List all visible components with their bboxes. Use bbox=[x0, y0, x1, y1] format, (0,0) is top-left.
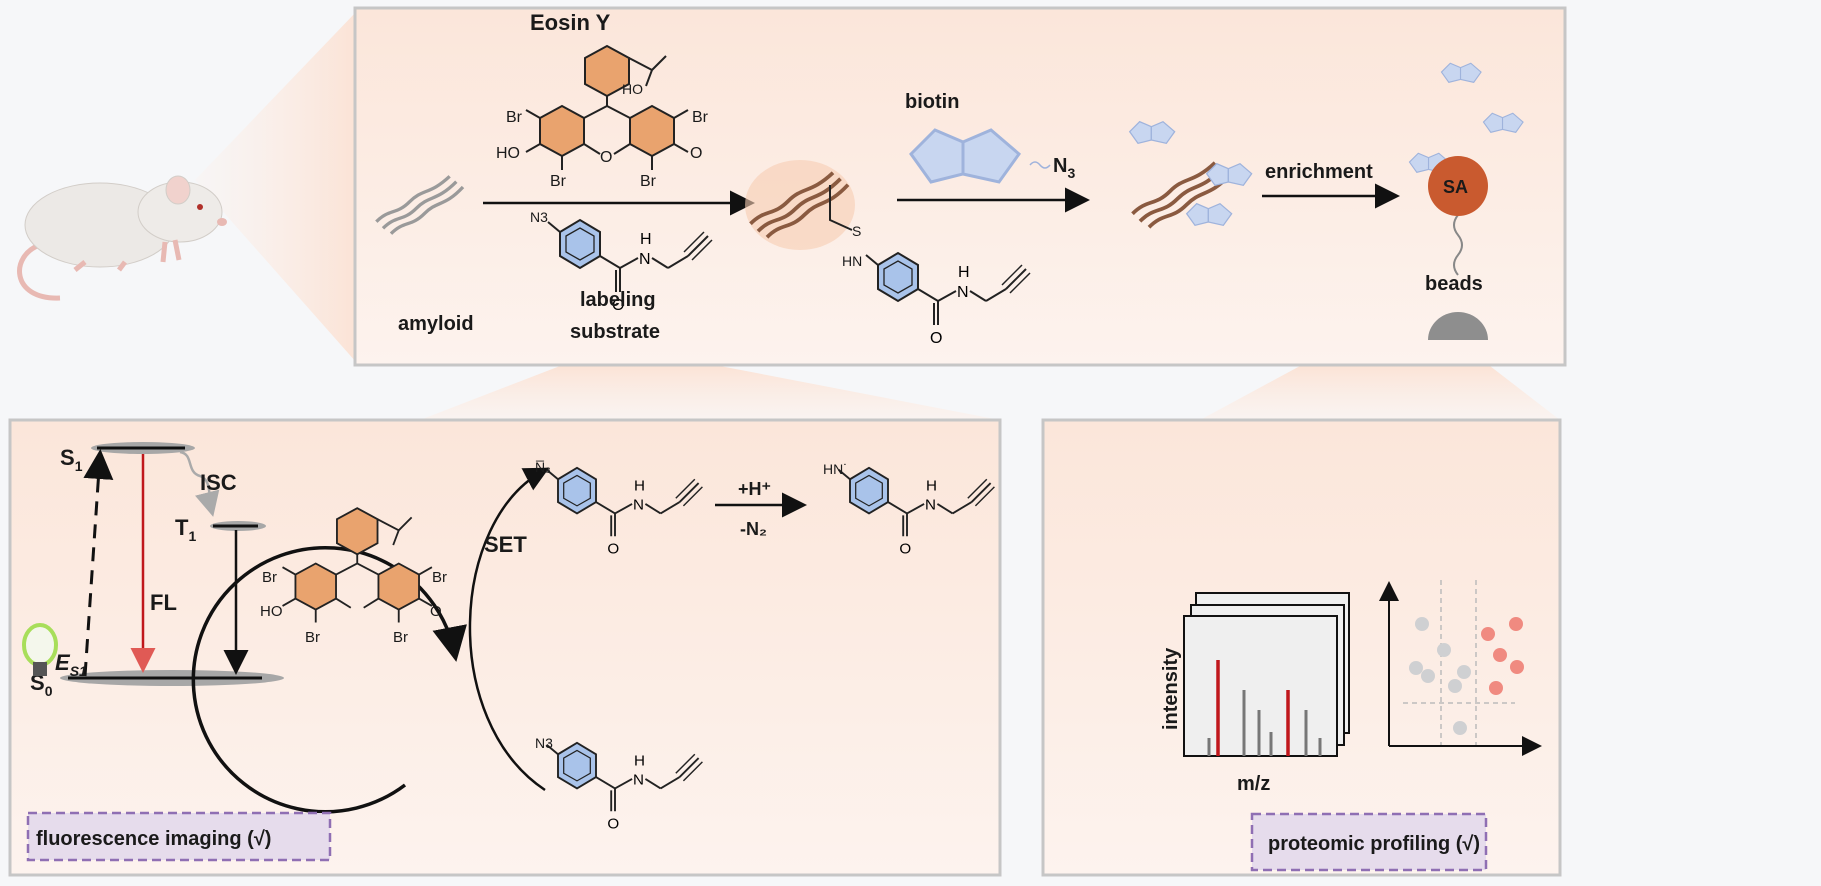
atom-label: HO bbox=[622, 81, 643, 97]
fl-label: FL bbox=[150, 590, 177, 615]
atom-label: HN˙ bbox=[823, 461, 848, 477]
atom-label: N̅₃ bbox=[535, 459, 551, 475]
atom-label: N3 bbox=[535, 735, 553, 751]
bead-icon bbox=[1428, 312, 1488, 340]
atom-label: O bbox=[690, 145, 702, 162]
atom-label: Br bbox=[506, 109, 523, 126]
substrate-label: substrate bbox=[570, 321, 660, 343]
amyloid-label: amyloid bbox=[398, 313, 474, 335]
atom-label: HO bbox=[260, 603, 283, 620]
atom-label: HO bbox=[496, 145, 520, 162]
intensity-axis-label: intensity bbox=[1160, 647, 1182, 730]
azide-label: N3 bbox=[1053, 155, 1075, 181]
scatter-point bbox=[1509, 617, 1523, 631]
scatter-point bbox=[1437, 643, 1451, 657]
proteomic-profiling-badge bbox=[1250, 812, 1488, 872]
excitation-arrow bbox=[83, 449, 114, 677]
scatter-point bbox=[1510, 660, 1524, 674]
labeling-panel bbox=[353, 6, 1567, 367]
atom-label: Br bbox=[305, 629, 320, 646]
scatter-point bbox=[1448, 679, 1462, 693]
proteomic-profiling-label: proteomic profiling (√) bbox=[1268, 833, 1480, 855]
light-bulb-icon bbox=[22, 623, 58, 676]
atom-label: Br bbox=[262, 569, 277, 586]
isc-arrow bbox=[179, 450, 220, 517]
t1-label: T1 bbox=[175, 515, 196, 544]
zoom-fan-top bbox=[195, 12, 356, 362]
isc-label: ISC bbox=[200, 470, 237, 495]
mz-axis-label: m/z bbox=[1237, 773, 1270, 795]
s1-label: S1 bbox=[60, 445, 83, 474]
beads-label: beads bbox=[1425, 273, 1483, 295]
atom-label: HN bbox=[842, 253, 862, 269]
mechanism-panel bbox=[8, 418, 1002, 877]
atom-label: N3 bbox=[530, 209, 548, 225]
atom-label: O bbox=[430, 603, 442, 620]
eosin-label: Eosin Y bbox=[530, 10, 611, 35]
atom-label: S bbox=[852, 223, 861, 239]
fluorescence-imaging-badge bbox=[26, 811, 332, 862]
fluorescence-imaging-label: fluorescence imaging (√) bbox=[36, 828, 271, 850]
scatter-point bbox=[1457, 665, 1471, 679]
zoom-fan-left bbox=[420, 366, 1000, 420]
energy-label: ES1 bbox=[55, 650, 87, 679]
mouse-icon bbox=[17, 175, 227, 301]
proton-label: +H⁺ bbox=[738, 479, 771, 499]
sa-label: SA bbox=[1443, 177, 1468, 197]
scatter-plot-icon bbox=[1379, 580, 1542, 756]
substrate-label: labeling bbox=[580, 289, 656, 311]
scatter-point bbox=[1421, 669, 1435, 683]
scatter-point bbox=[1493, 648, 1507, 662]
atom-label: Br bbox=[393, 629, 408, 646]
biotin-label: biotin bbox=[905, 91, 959, 113]
set-arrow bbox=[468, 467, 550, 792]
atom-label: O bbox=[600, 149, 612, 166]
atom-label: Br bbox=[640, 173, 657, 190]
set-label: SET bbox=[484, 532, 527, 557]
scatter-point bbox=[1481, 627, 1495, 641]
streptavidin-icon bbox=[1428, 156, 1488, 216]
s0-label: S0 bbox=[30, 670, 53, 699]
mass-spectrum-icon bbox=[1183, 592, 1350, 757]
atom-label: Br bbox=[692, 109, 709, 126]
enrichment-label: enrichment bbox=[1265, 161, 1373, 183]
scatter-point bbox=[1489, 681, 1503, 695]
n2-label: -N₂ bbox=[740, 519, 767, 539]
zoom-fan-right bbox=[1200, 366, 1560, 420]
scatter-point bbox=[1453, 721, 1467, 735]
atom-label: Br bbox=[550, 173, 567, 190]
atom-label: Br bbox=[432, 569, 447, 586]
scatter-point bbox=[1415, 617, 1429, 631]
scatter-point bbox=[1409, 661, 1423, 675]
